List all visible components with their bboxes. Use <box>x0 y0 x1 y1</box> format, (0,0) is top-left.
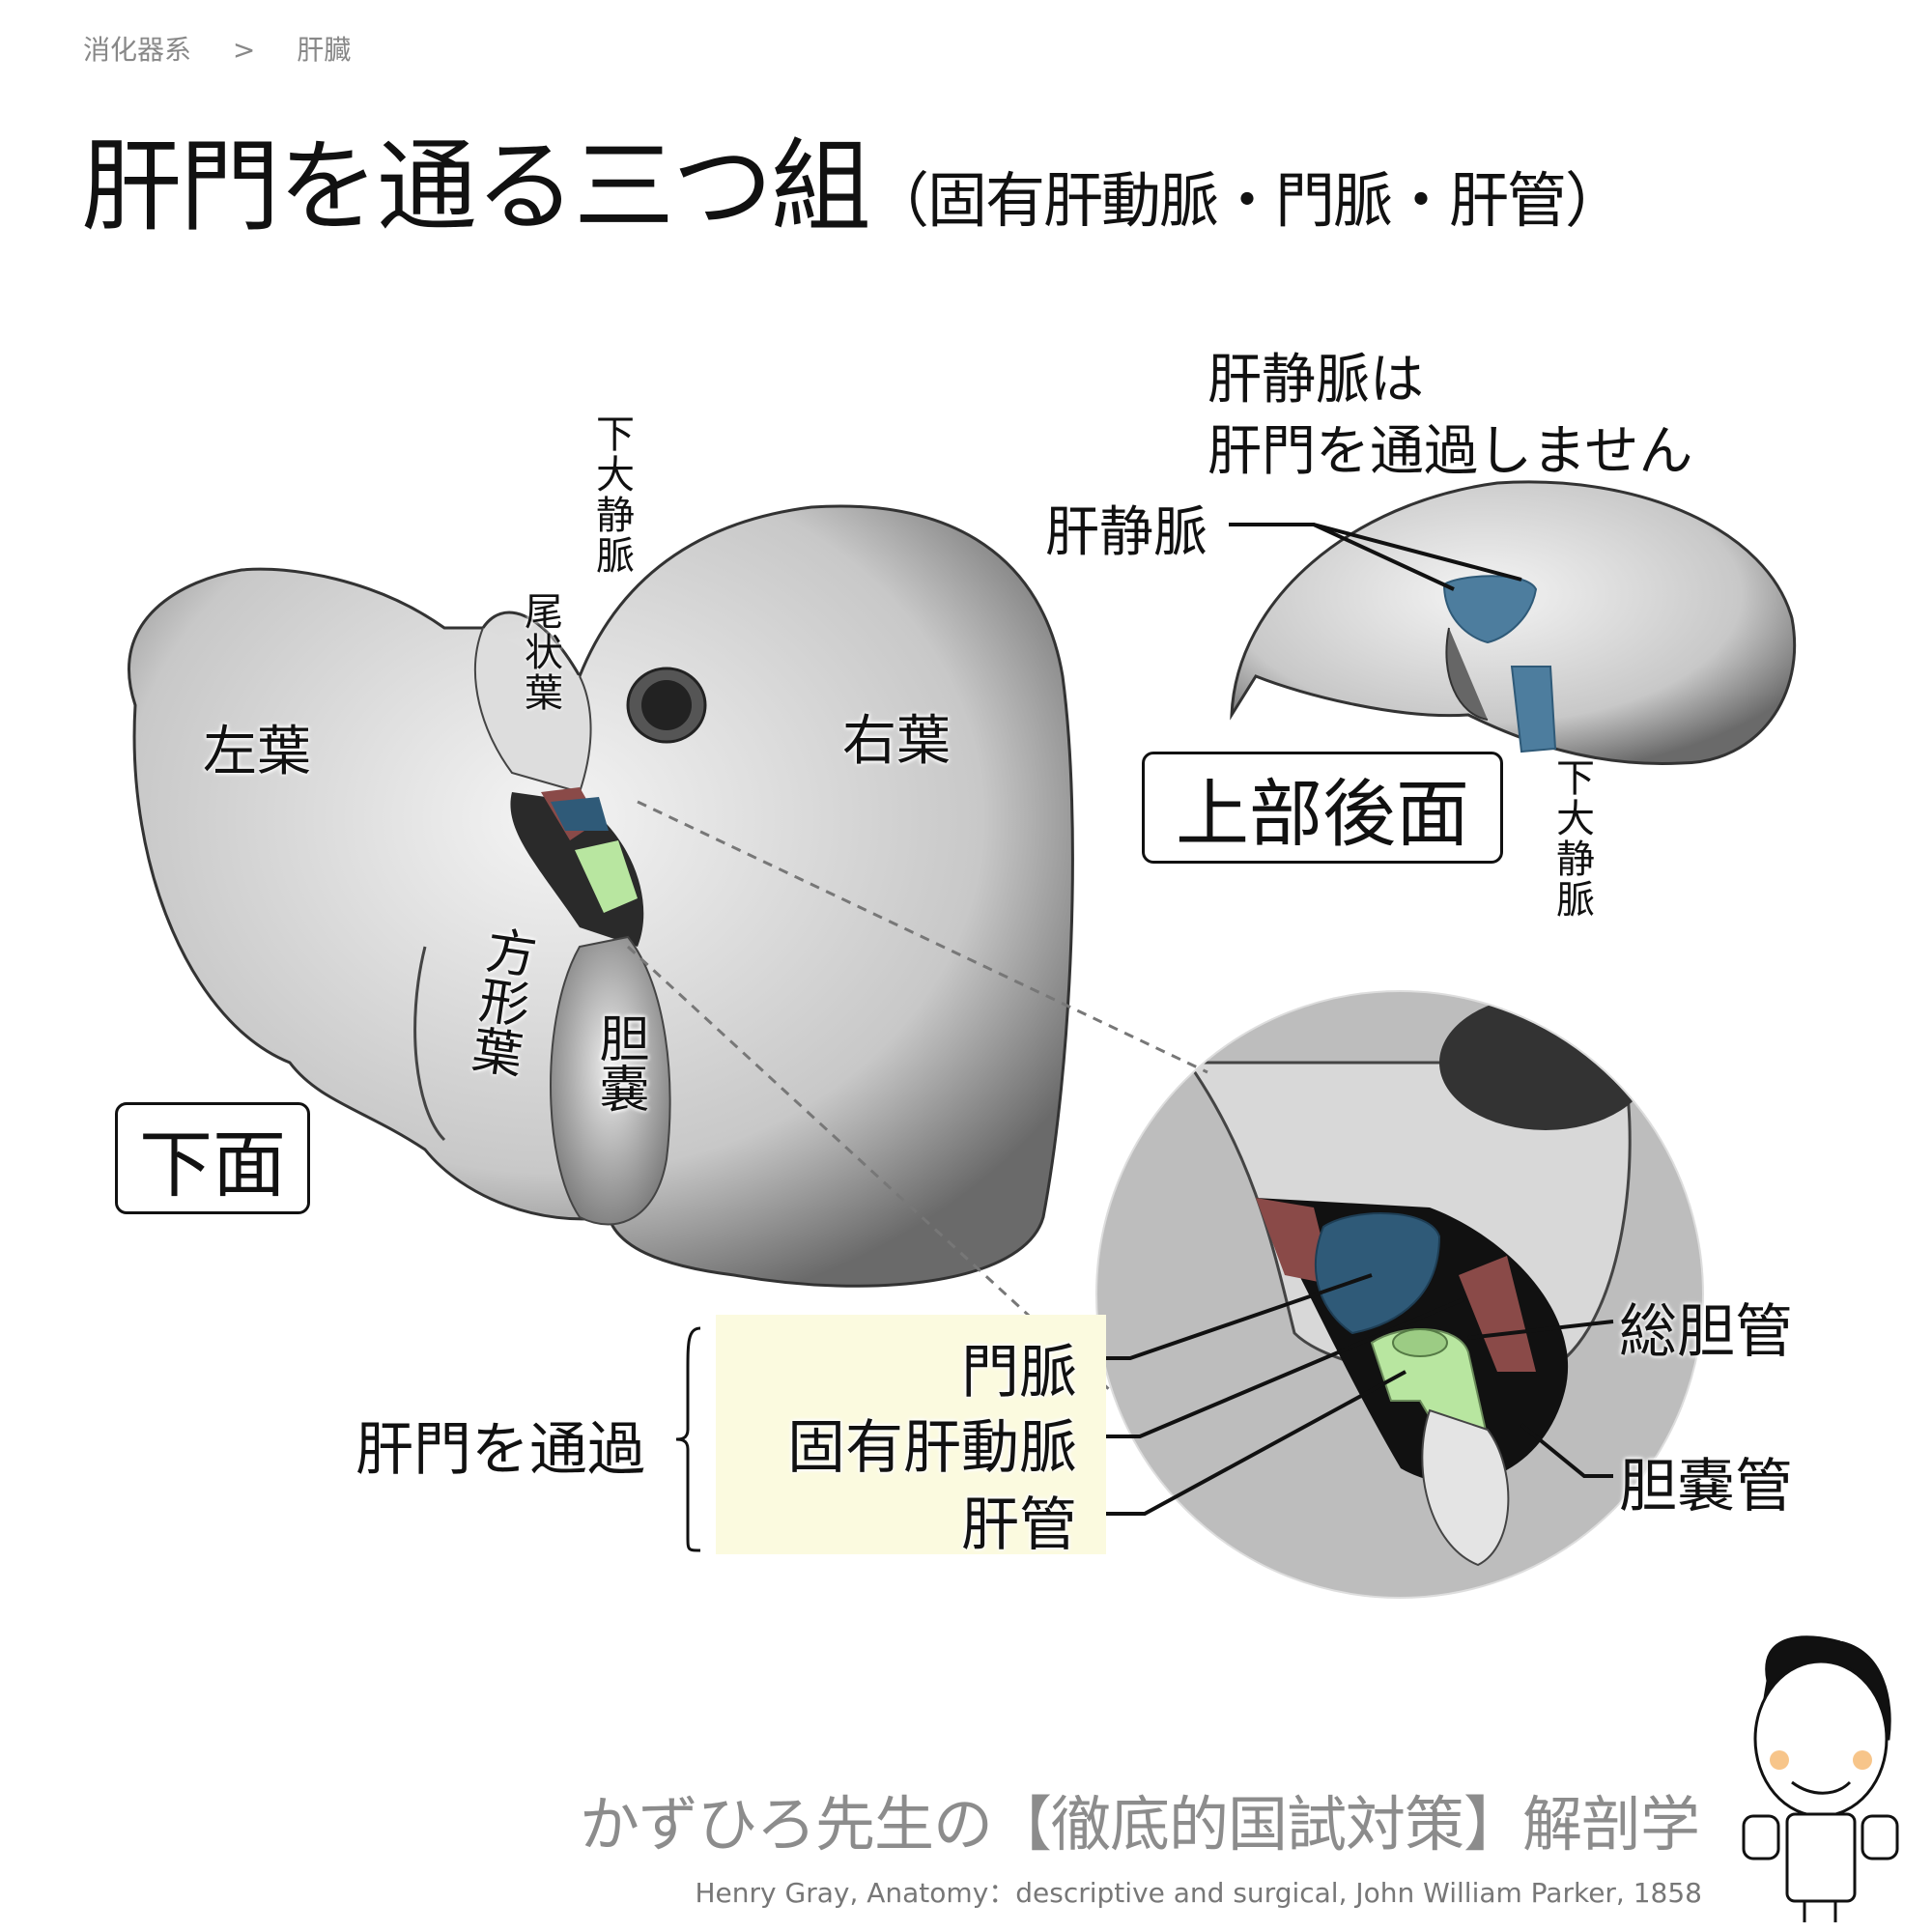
liver-inferior-view <box>128 504 1074 1288</box>
label-portal-vein: 門脈 <box>961 1339 1077 1406</box>
footer-citation: Henry Gray, Anatomy：descriptive and surg… <box>695 1877 1703 1909</box>
view-label-superior-posterior: 上部後面 <box>1142 752 1503 864</box>
breadcrumb: 消化器系 > 肝臓 <box>83 29 384 68</box>
hilum-magnified <box>1096 991 1703 1598</box>
title-sub: （固有肝動脈・門脈・肝管） <box>869 165 1625 236</box>
footer-brand: かずひろ先生の【徹底的国試対策】解剖学 <box>580 1789 1700 1860</box>
label-right-lobe: 右葉 <box>842 710 951 773</box>
highlight-box <box>716 1315 1106 1554</box>
label-passes-hilum: 肝門を通過 <box>355 1416 645 1484</box>
inset-note-line2: 肝門を通過しません <box>1208 420 1693 483</box>
label-hepatic-vein: 肝静脈 <box>1045 501 1208 564</box>
label-left-lobe: 左葉 <box>203 721 311 783</box>
breadcrumb-item[interactable]: 肝臓 <box>297 34 352 66</box>
title-main: 肝門を通る三つ組 <box>81 128 871 245</box>
view-label-inferior: 下面 <box>115 1102 310 1214</box>
label-ivc: 下大静脈 <box>589 413 634 576</box>
breadcrumb-item[interactable]: 消化器系 <box>83 34 192 66</box>
label-caudate-lobe: 尾状葉 <box>518 591 562 713</box>
page-title: 肝門を通る三つ組（固有肝動脈・門脈・肝管） <box>81 104 1625 250</box>
breadcrumb-separator: > <box>232 34 256 66</box>
label-gallbladder: 胆嚢 <box>590 1012 648 1113</box>
label-inset-ivc: 下大静脈 <box>1549 757 1594 920</box>
label-hepatic-duct: 肝管 <box>961 1492 1077 1559</box>
label-proper-hepatic-artery: 固有肝動脈 <box>787 1414 1077 1482</box>
inset-note-line1: 肝静脈は <box>1208 349 1424 412</box>
label-cystic-duct: 胆嚢管 <box>1619 1453 1793 1520</box>
label-common-bile-duct: 総胆管 <box>1619 1298 1793 1366</box>
